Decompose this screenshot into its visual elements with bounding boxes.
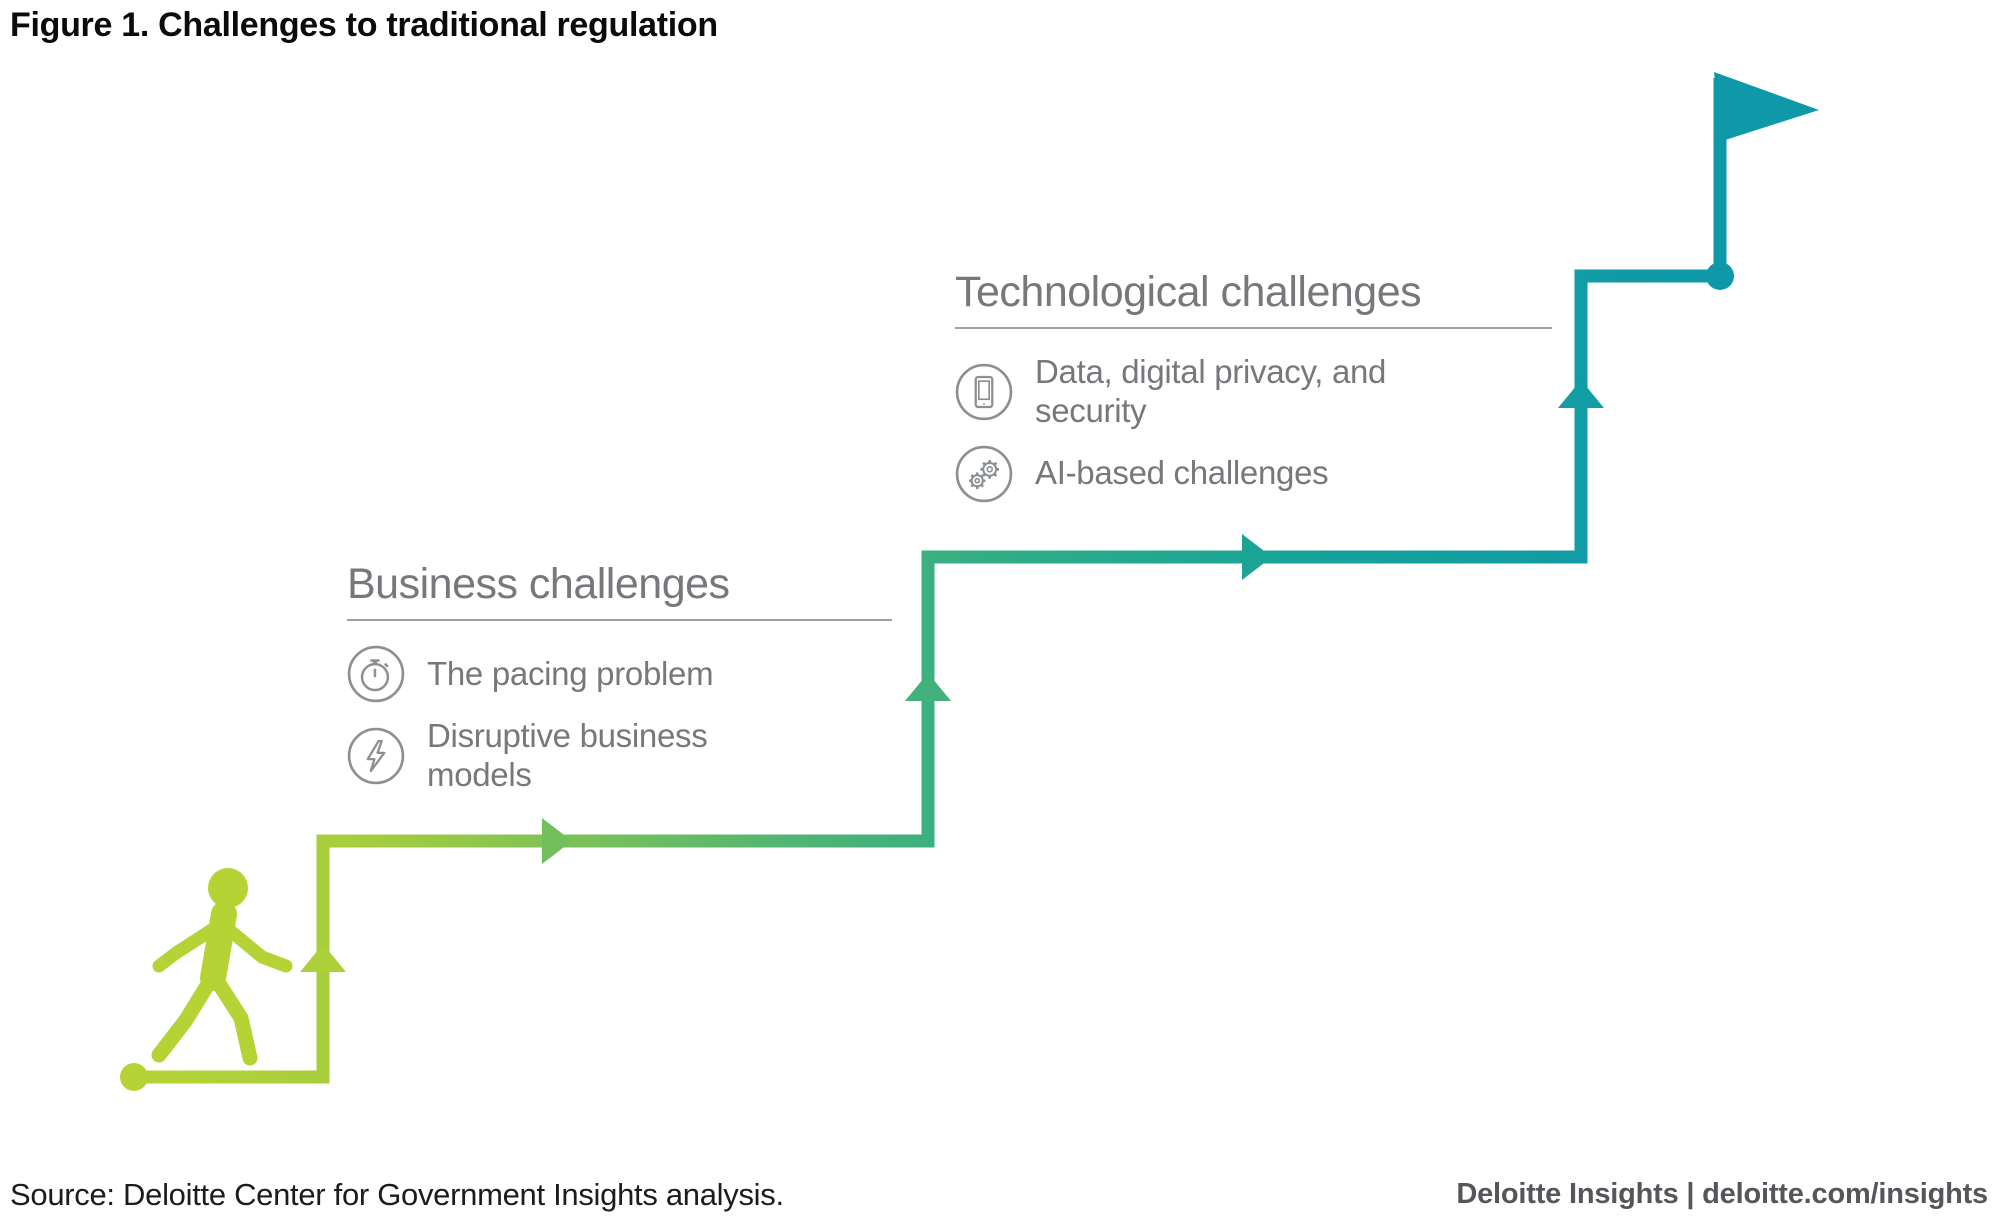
list-item: AI-based challenges xyxy=(955,445,1552,503)
goal-flag-icon xyxy=(1714,72,1819,141)
deloitte-insights-footer: Deloitte Insights | deloitte.com/insight… xyxy=(1456,1178,1988,1210)
list-item: Disruptive business models xyxy=(347,717,892,795)
tech-section-title: Technological challenges xyxy=(955,268,1422,316)
business-challenges-section: Business challenges The pacing problem xyxy=(347,560,892,795)
business-section-title: Business challenges xyxy=(347,560,730,608)
stopwatch-icon xyxy=(347,645,405,703)
lightning-icon xyxy=(347,727,405,785)
goal-dot xyxy=(1706,262,1734,290)
source-note: Source: Deloitte Center for Government I… xyxy=(10,1177,784,1212)
item-label: AI-based challenges xyxy=(1035,454,1329,492)
staircase-path xyxy=(134,78,1727,1084)
item-label: Disruptive business models xyxy=(427,717,708,793)
business-section-underline xyxy=(347,619,892,621)
tech-section-underline xyxy=(955,327,1552,329)
technological-challenges-section: Technological challenges Data, digital p… xyxy=(955,268,1552,503)
walking-person-icon xyxy=(151,868,293,1066)
arrow-up-2 xyxy=(905,673,951,701)
list-item: Data, digital privacy, and security xyxy=(955,353,1552,431)
arrow-right-1 xyxy=(542,818,572,864)
smartphone-icon xyxy=(955,363,1013,421)
figure-title: Figure 1. Challenges to traditional regu… xyxy=(10,6,718,44)
gears-icon xyxy=(955,445,1013,503)
arrow-up-3 xyxy=(1558,380,1604,408)
list-item: The pacing problem xyxy=(347,645,892,703)
arrow-up-1 xyxy=(300,944,346,972)
start-dot xyxy=(120,1063,148,1091)
item-label: The pacing problem xyxy=(427,654,714,692)
arrow-right-2 xyxy=(1242,534,1272,580)
item-label: Data, digital privacy, and security xyxy=(1035,353,1387,429)
